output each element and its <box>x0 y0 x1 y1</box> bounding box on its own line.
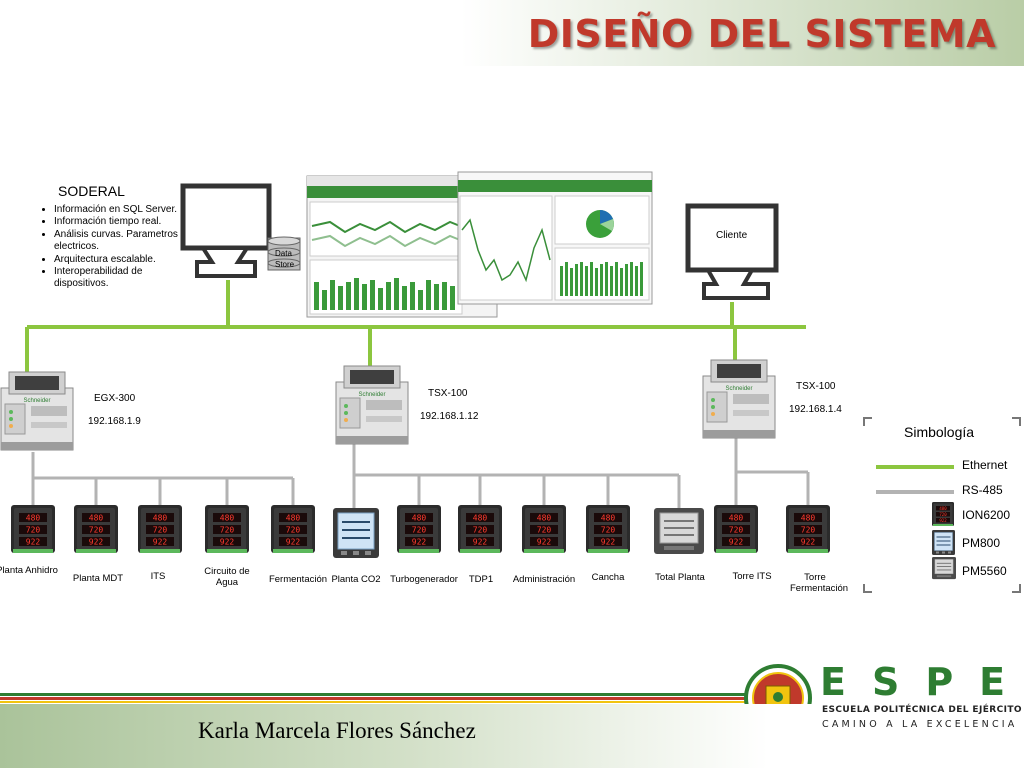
espe-logo-text: ESPE <box>820 660 1024 704</box>
meter-label: TDP1 <box>468 574 494 585</box>
legend-rs485-label: RS-485 <box>962 483 1003 497</box>
legend-ion6200-icon <box>932 502 954 526</box>
meter-label: Administración <box>512 574 576 585</box>
gateway-model-label: EGX-300 <box>94 393 136 404</box>
legend-frame <box>863 417 1021 593</box>
espe-logo-motto: CAMINO A LA EXCELENCIA <box>822 719 1018 730</box>
meter-label: Total Planta <box>655 572 705 583</box>
meter-administracion <box>522 505 566 553</box>
meter-label: Planta CO2 <box>331 574 381 585</box>
gateway-model-label: TSX-100 <box>428 388 468 399</box>
footer-band <box>0 704 1024 768</box>
page-title: DISEÑO DEL SISTEMA <box>527 12 996 56</box>
meter-label: Circuito de Agua <box>204 566 250 588</box>
rs485-bus-2 <box>352 444 681 508</box>
gateway-model-label: TSX-100 <box>796 381 836 392</box>
legend-pm5560-icon <box>931 556 957 580</box>
soderal-bullet: Información tiempo real. <box>54 216 194 228</box>
soderal-bullet: Información en SQL Server. <box>54 204 194 216</box>
server-monitor-icon <box>180 183 272 278</box>
meter-its <box>138 505 182 553</box>
espe-logo-subtitle: ESCUELA POLITÉCNICA DEL EJÉRCITO <box>822 705 1022 715</box>
meter-circuito-agua <box>205 505 249 553</box>
meter-label: Turbogenerador <box>390 574 458 585</box>
meter-planta-anhidro <box>11 505 55 553</box>
gateway-egx300 <box>0 371 74 451</box>
soderal-title: SODERAL <box>58 183 125 199</box>
meter-cancha <box>586 505 630 553</box>
meter-torre-fermentacion <box>786 505 830 553</box>
dashboard-screenshot-right <box>457 171 653 305</box>
client-label: Cliente <box>716 230 748 241</box>
legend-title: Simbología <box>904 424 975 440</box>
gateway-tsx100-2 <box>702 359 776 439</box>
soderal-bullet: Interoperabilidad de dispositivos. <box>54 266 194 291</box>
meter-label: ITS <box>150 571 166 582</box>
meter-label: Planta MDT <box>72 573 124 584</box>
meter-fermentacion <box>271 505 315 553</box>
meter-planta-mdt <box>74 505 118 553</box>
rs485-bus-3 <box>734 438 810 505</box>
gateway-ip-label: 192.168.1.4 <box>789 404 842 415</box>
meter-label: Torre ITS <box>732 571 772 582</box>
datastore-label-1: Data <box>275 249 292 258</box>
gateway-ip-label: 192.168.1.12 <box>420 411 479 422</box>
author-name: Karla Marcela Flores Sánchez <box>198 718 476 743</box>
soderal-bullet: Análisis curvas. Parametros electricos. <box>54 229 194 254</box>
meter-label: Fermentación <box>268 574 328 585</box>
meter-label: Torre Fermentación <box>790 572 849 594</box>
gateway-tsx100-1 <box>335 365 409 445</box>
database-icon <box>267 236 301 271</box>
meter-label: Cancha <box>591 572 625 583</box>
legend-pm800-icon <box>931 529 956 556</box>
soderal-bullet-list: Información en SQL Server. Información t… <box>38 204 194 291</box>
meter-total-planta <box>653 507 705 555</box>
legend-ethernet-label: Ethernet <box>962 458 1008 472</box>
meter-label: Planta Anhidro <box>0 565 58 576</box>
rs485-bus-1 <box>31 452 295 505</box>
legend-ion6200-label: ION6200 <box>962 508 1011 522</box>
soderal-bullet: Arquitectura escalable. <box>54 254 194 266</box>
client-monitor-icon <box>685 203 779 300</box>
meter-tdp1 <box>458 505 502 553</box>
header-band <box>0 0 1024 66</box>
legend-pm800-label: PM800 <box>962 536 1001 550</box>
meter-planta-co2 <box>332 507 380 559</box>
meter-turbogenerador <box>397 505 441 553</box>
datastore-label-2: Store <box>275 260 295 269</box>
meter-torre-its <box>714 505 758 553</box>
legend-pm5560-label: PM5560 <box>962 564 1007 578</box>
gateway-ip-label: 192.168.1.9 <box>88 416 141 427</box>
